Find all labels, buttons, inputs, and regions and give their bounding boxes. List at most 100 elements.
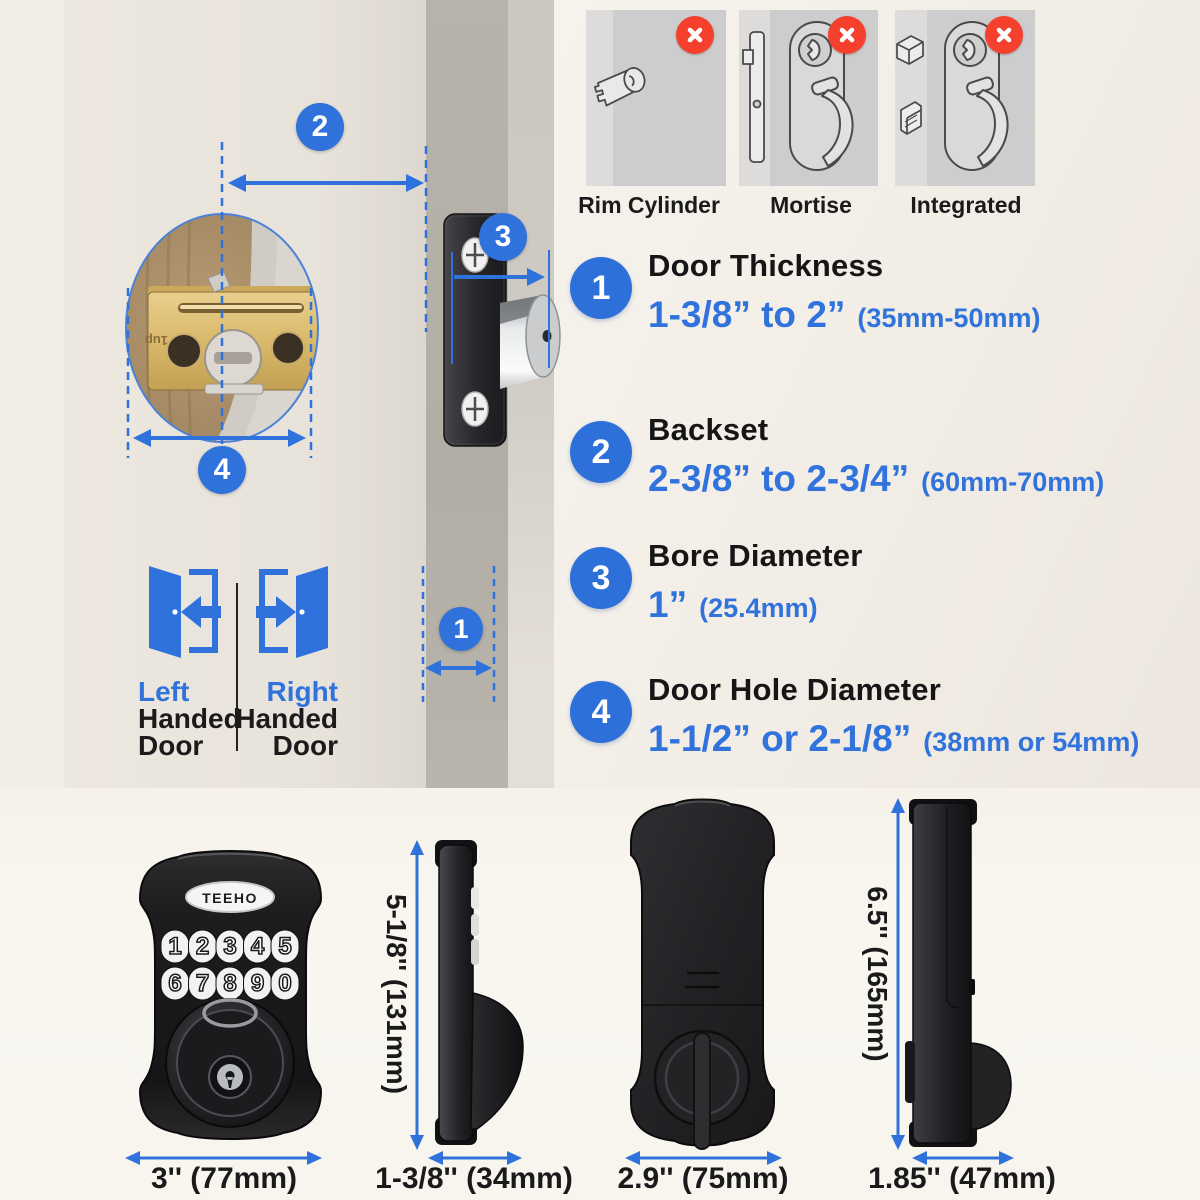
keypad-key: 8 — [215, 966, 245, 1001]
side-latch-button — [969, 979, 975, 995]
not-compatible-rim-icon — [676, 16, 714, 54]
keypad-key: 4 — [243, 929, 272, 964]
exterior-side-view — [435, 840, 524, 1145]
mortise-label: Mortise — [770, 191, 852, 218]
not-compatible-integrated-icon — [985, 16, 1023, 54]
svg-text:7: 7 — [196, 970, 209, 997]
thumbturn-profile — [970, 1042, 1012, 1130]
x-icon — [996, 27, 1012, 43]
side-button — [471, 914, 479, 936]
door-measurement-diagram: 1up — [125, 142, 561, 702]
svg-text:8: 8 — [223, 970, 236, 997]
interior-back-view — [630, 798, 775, 1150]
door-hole: 1up — [125, 213, 319, 443]
back-width-label: 2.9'' (75mm) — [617, 1162, 789, 1195]
handed-word: Handed — [235, 703, 338, 734]
not-compatible-mortise-icon — [828, 16, 866, 54]
spec-value-row-door-hole-diameter: 1-1/2” or 2-1/8” (38mm or 54mm) — [648, 718, 1139, 760]
integrated-label: Integrated — [910, 191, 1022, 218]
integrated-handle-icon — [944, 21, 1009, 171]
mortise-body-icon — [742, 31, 765, 163]
spec-metric: (25.4mm) — [699, 593, 818, 623]
knob — [165, 998, 295, 1128]
keypad: 1 2 3 4 5 6 7 8 — [160, 929, 300, 1001]
keypad-key: 7 — [188, 966, 217, 1001]
fingerprint-sensor — [202, 998, 258, 1028]
spec-title-door-thickness: Door Thickness — [648, 248, 884, 283]
svg-text:6: 6 — [168, 970, 181, 997]
spec-number-door-thickness: 1 — [570, 257, 632, 319]
spec-metric: (38mm or 54mm) — [923, 727, 1140, 757]
svg-text:5: 5 — [278, 933, 291, 960]
callout-door-thickness: 1 — [439, 607, 483, 651]
battery-cover-slots — [685, 971, 719, 989]
screw-bottom — [461, 391, 489, 427]
knob-profile — [470, 992, 524, 1130]
keypad-key: 5 — [270, 929, 300, 964]
spec-number-backset: 2 — [570, 421, 632, 483]
keypad-key: 3 — [215, 929, 245, 964]
spec-title-backset: Backset — [648, 412, 769, 447]
svg-text:3: 3 — [223, 933, 236, 960]
front-view: TEEHO 1 2 3 4 5 6 7 — [138, 850, 323, 1140]
spec-value: 1-3/8” to 2” — [648, 294, 846, 335]
x-icon — [687, 27, 703, 43]
door-edge-highlight — [508, 0, 554, 788]
latch-mechanism: 1up — [145, 271, 318, 395]
handedness-divider — [236, 583, 238, 751]
spec-metric: (60mm-70mm) — [921, 467, 1105, 497]
svg-text:0: 0 — [278, 970, 291, 997]
spec-value-row-backset: 2-3/8” to 2-3/4” (60mm-70mm) — [648, 458, 1104, 500]
integrated-bolts-icon — [896, 35, 924, 135]
front-width-label: 3'' (77mm) — [151, 1162, 297, 1195]
side-button — [471, 887, 479, 909]
svg-text:9: 9 — [251, 970, 264, 997]
spec-value: 1-1/2” or 2-1/8” — [648, 718, 912, 759]
right-handed-label: Right Handed Door — [232, 676, 338, 760]
right-word: Right — [266, 676, 338, 707]
door-word: Door — [138, 730, 204, 761]
latch-bolt — [500, 294, 561, 389]
rim-cylinder-icon — [593, 67, 646, 107]
mortise-handle-icon — [789, 21, 854, 171]
keypad-key: 1 — [160, 929, 190, 964]
side-button — [471, 939, 479, 965]
keypad-key: 2 — [188, 929, 217, 964]
brand-logo: TEEHO — [185, 881, 275, 913]
svg-text:1: 1 — [168, 933, 181, 960]
x-icon — [839, 27, 855, 43]
spec-title-bore-diameter: Bore Diameter — [648, 538, 863, 573]
spec-number-bore-diameter: 3 — [570, 547, 632, 609]
spec-value-row-bore-diameter: 1” (25.4mm) — [648, 584, 818, 626]
svg-text:4: 4 — [251, 933, 265, 960]
spec-metric: (35mm-50mm) — [857, 303, 1041, 333]
keypad-key: 6 — [160, 966, 190, 1001]
thumbturn — [653, 1029, 751, 1150]
svg-text:TEEHO: TEEHO — [202, 890, 258, 906]
product-dimension-arrows — [125, 798, 1014, 1165]
keypad-key: 9 — [243, 966, 272, 1001]
spec-value-row-door-thickness: 1-3/8” to 2” (35mm-50mm) — [648, 294, 1040, 336]
callout-door-hole: 4 — [198, 446, 246, 494]
left-handed-door-icon — [149, 566, 221, 658]
right-handed-door-icon — [256, 566, 328, 658]
interior-side-view — [905, 799, 1012, 1147]
callout-backset: 2 — [296, 103, 344, 151]
interior-height-label: 6.5'' (165mm) — [862, 886, 893, 1062]
left-handed-label: Left Handed Door — [138, 676, 241, 761]
spec-number-door-hole-diameter: 4 — [570, 681, 632, 743]
wall-left-strip — [0, 0, 64, 788]
keypad-key: 0 — [270, 966, 300, 1001]
spec-value: 2-3/8” to 2-3/4” — [648, 458, 910, 499]
exterior-depth-label: 1-3/8'' (34mm) — [375, 1162, 573, 1195]
latch-engraving: 1up — [145, 333, 168, 348]
left-word: Left — [138, 676, 190, 707]
dimension-lines — [126, 142, 550, 702]
exterior-height-label: 5-1/8'' (131mm) — [381, 893, 412, 1095]
rim-cylinder-label: Rim Cylinder — [578, 191, 720, 218]
svg-text:2: 2 — [196, 933, 209, 960]
interior-depth-label: 1.85'' (47mm) — [868, 1162, 1056, 1195]
handed-word: Handed — [138, 703, 241, 734]
callout-bore: 3 — [479, 213, 527, 261]
